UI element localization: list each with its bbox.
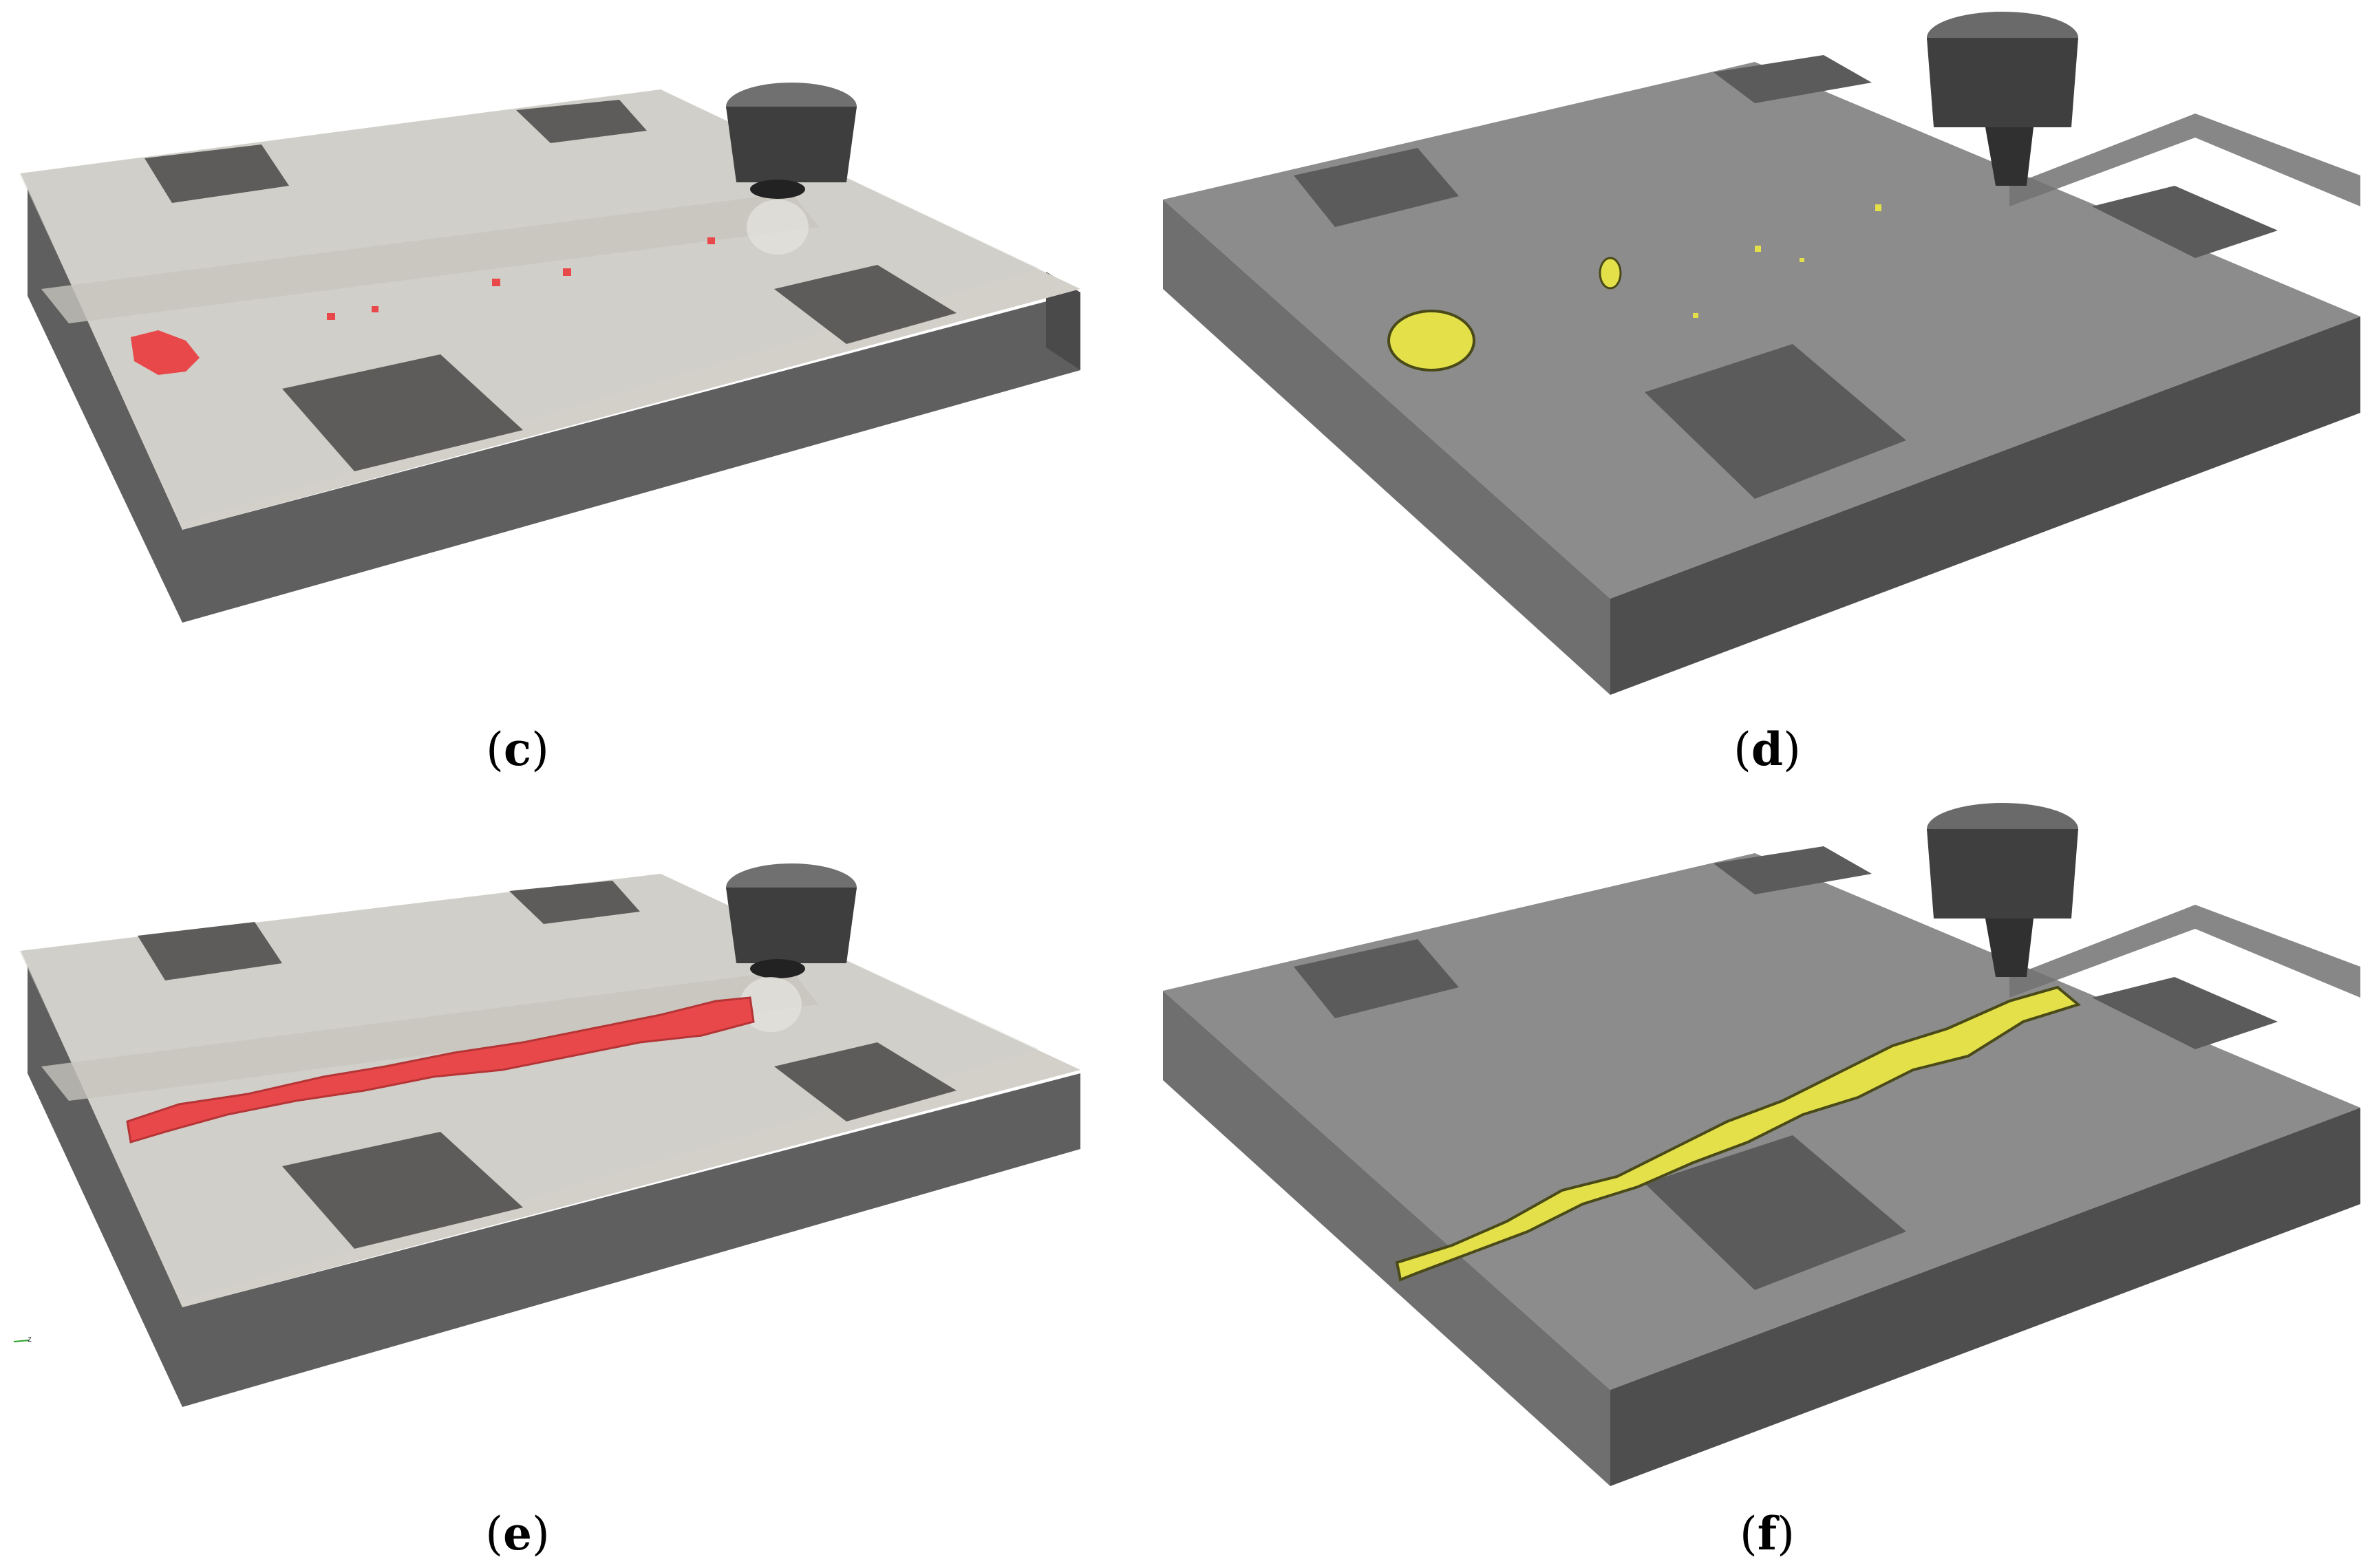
bead-line	[1395, 985, 2082, 1282]
pad	[138, 922, 282, 980]
box-front-face	[28, 949, 1080, 1407]
caption-d: (d)	[1733, 722, 1801, 776]
melt-pool	[740, 977, 802, 1032]
bead-particle	[1387, 310, 1475, 372]
pad	[1294, 939, 1459, 1018]
powder-band	[41, 193, 819, 323]
bead-particle	[1800, 258, 1804, 262]
nozzle-body	[726, 107, 857, 182]
box-front-face	[1610, 316, 2360, 695]
bead-particle	[131, 330, 200, 375]
pad	[1294, 148, 1459, 227]
caption-e: (e)	[485, 1507, 550, 1560]
bead-line	[126, 996, 755, 1143]
pad	[774, 265, 957, 344]
bead-particle	[1875, 204, 1881, 211]
side-wall	[2009, 905, 2360, 998]
side-wall	[2009, 114, 2360, 206]
svg-text:z: z	[28, 1334, 32, 1344]
nozzle-tip	[1985, 919, 2033, 977]
nozzle-body	[726, 888, 857, 963]
pad	[1645, 344, 1906, 499]
pad	[1645, 1135, 1906, 1290]
nozzle-body	[1927, 829, 2078, 919]
nozzle-tip	[750, 959, 805, 978]
box-left-face	[1163, 991, 1610, 1486]
powder-band	[41, 970, 819, 1101]
caption-f: (f)	[1740, 1507, 1795, 1560]
plate-top	[21, 89, 1080, 530]
pad	[509, 881, 640, 924]
pad	[2092, 186, 2278, 258]
panel-e	[0, 863, 1184, 1486]
panel-c	[0, 0, 1184, 688]
nozzle-tip	[750, 180, 805, 199]
bead-particle	[492, 279, 500, 286]
panel-d-render	[1163, 12, 2360, 695]
bead-particle	[563, 268, 571, 276]
axis-triad-icon: z	[13, 1334, 32, 1344]
bead-particle	[1755, 246, 1761, 252]
bead-particle	[327, 313, 335, 320]
pad	[282, 354, 523, 471]
bead-particle	[1599, 257, 1622, 290]
bead-particle	[707, 237, 715, 244]
box-left-face	[1163, 200, 1610, 695]
panel-c-render	[19, 83, 1080, 623]
plate-top	[21, 874, 1080, 1307]
melt-pool	[747, 200, 809, 255]
plate-top	[1163, 62, 2360, 599]
pad	[145, 144, 289, 203]
pad	[1714, 846, 1872, 894]
panel-f	[1163, 791, 2370, 1493]
pad	[516, 100, 647, 143]
nozzle-tip	[1985, 127, 2033, 186]
pad	[1714, 55, 1872, 103]
panel-e-render	[19, 863, 1080, 1407]
panel-d	[1163, 0, 2370, 702]
box-front-face	[1610, 1108, 2360, 1486]
nozzle-body	[1927, 38, 2078, 127]
pad	[2092, 977, 2278, 1049]
bead-particle	[1693, 313, 1698, 318]
panel-f-render	[1163, 803, 2360, 1486]
bead-particle	[372, 306, 378, 312]
pad	[774, 1042, 957, 1121]
box-front-face	[28, 172, 1080, 623]
box-right-face	[1046, 272, 1080, 370]
pad	[282, 1132, 523, 1249]
caption-c: (c)	[486, 722, 549, 776]
